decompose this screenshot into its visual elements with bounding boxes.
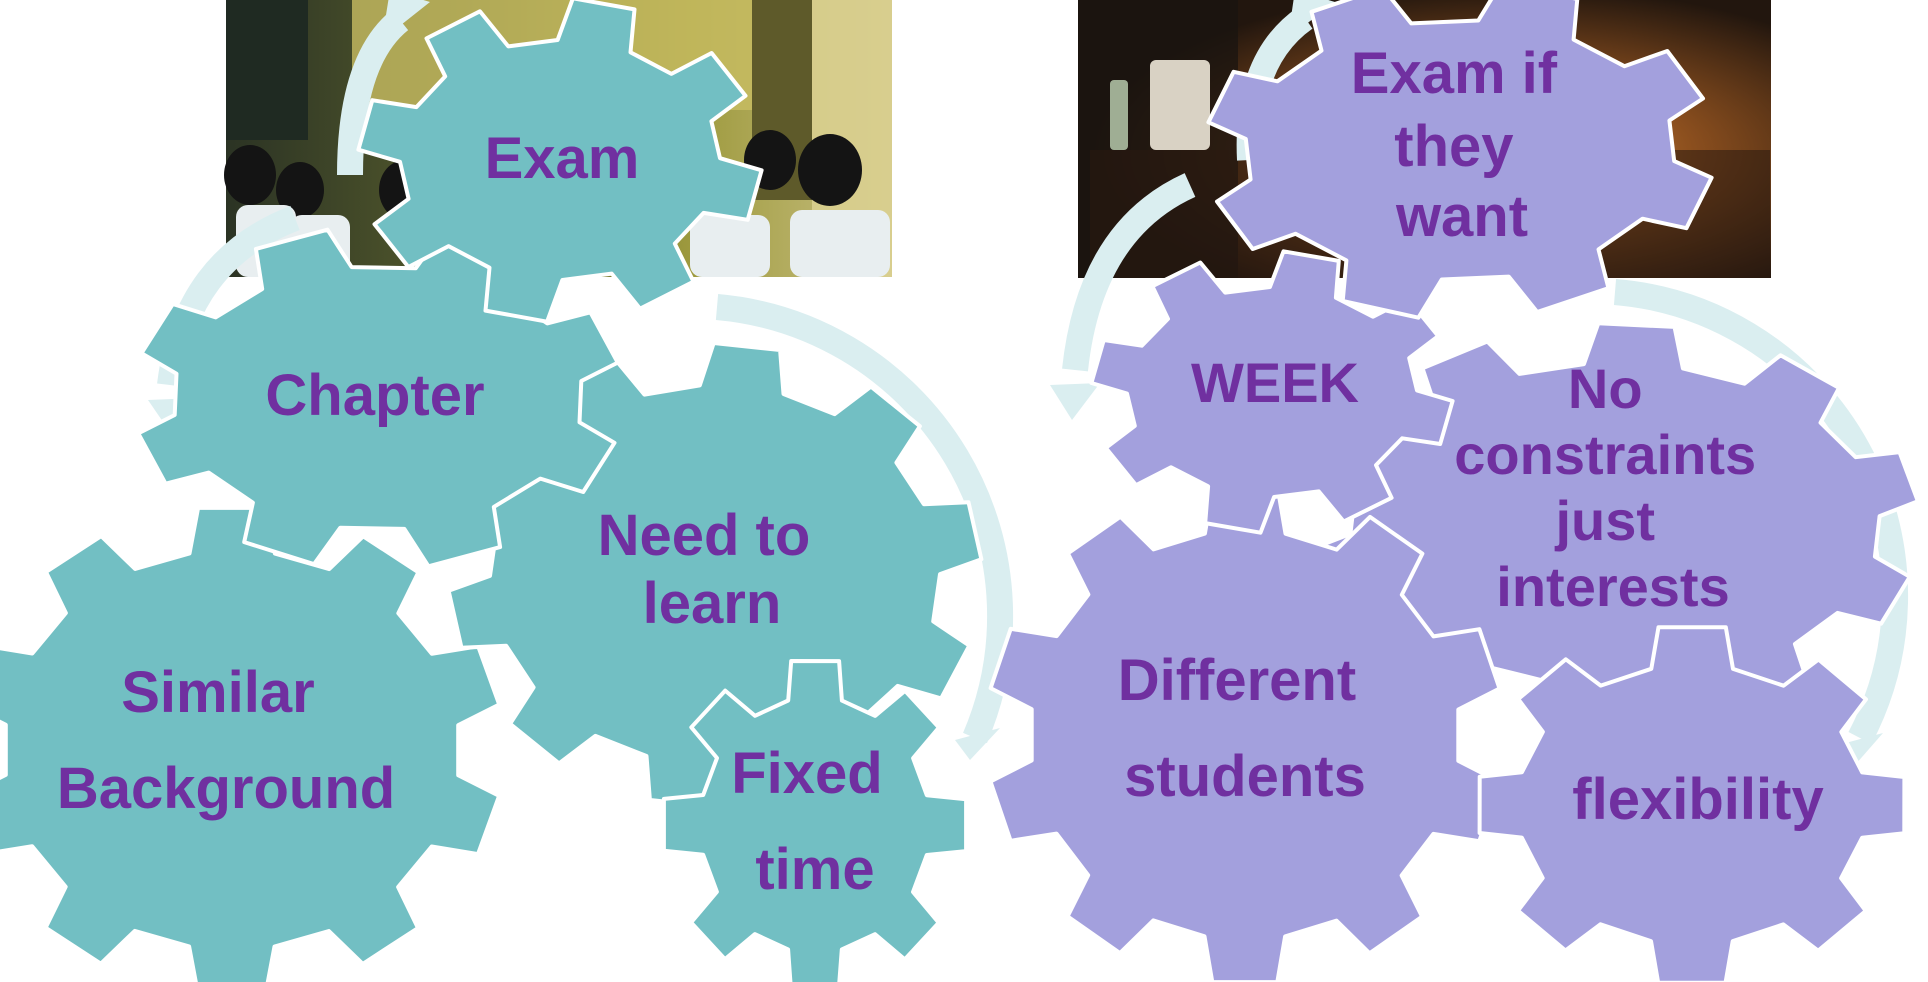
gear-label-different-students: Different students — [1118, 648, 1373, 809]
left-gear-labels: Exam Chapter Similar Background Need to … — [57, 126, 899, 902]
arrow-head-left-right — [955, 728, 1000, 760]
right-gear-group — [988, 0, 1920, 982]
gear-different-students — [988, 485, 1502, 982]
gear-label-fixed-time: Fixed time — [731, 741, 899, 902]
gear-exam — [356, 0, 764, 324]
arrow-left-right — [715, 294, 1014, 744]
arrow-head-left-upper — [382, 0, 430, 40]
gear-label-week: WEEK — [1191, 351, 1359, 414]
arrow-head-right-middle — [1050, 383, 1100, 420]
gear-similar-background — [0, 505, 502, 982]
gear-label-exam-if-they-want: Exam if they want — [1351, 41, 1573, 249]
arrow-right-right — [1613, 279, 1909, 745]
left-gear-group — [0, 0, 984, 982]
gear-label-chapter: Chapter — [265, 363, 484, 428]
gear-label-flexibility: flexibility — [1572, 767, 1823, 832]
arrow-right-middle — [1062, 173, 1196, 372]
gear-label-exam: Exam — [485, 126, 640, 191]
gear-label-no-constraints: No constraints just interests — [1454, 357, 1771, 618]
gear-label-need-to-learn: Need to learn — [598, 503, 827, 636]
right-gear-labels: Exam if they want WEEK No constraints ju… — [1118, 41, 1824, 832]
gear-label-similar-background: Similar Background — [57, 660, 395, 821]
gear-fixed-time — [661, 659, 969, 982]
gear-flexibility — [1477, 625, 1907, 982]
gear-exam-if-they-want — [1206, 0, 1714, 320]
